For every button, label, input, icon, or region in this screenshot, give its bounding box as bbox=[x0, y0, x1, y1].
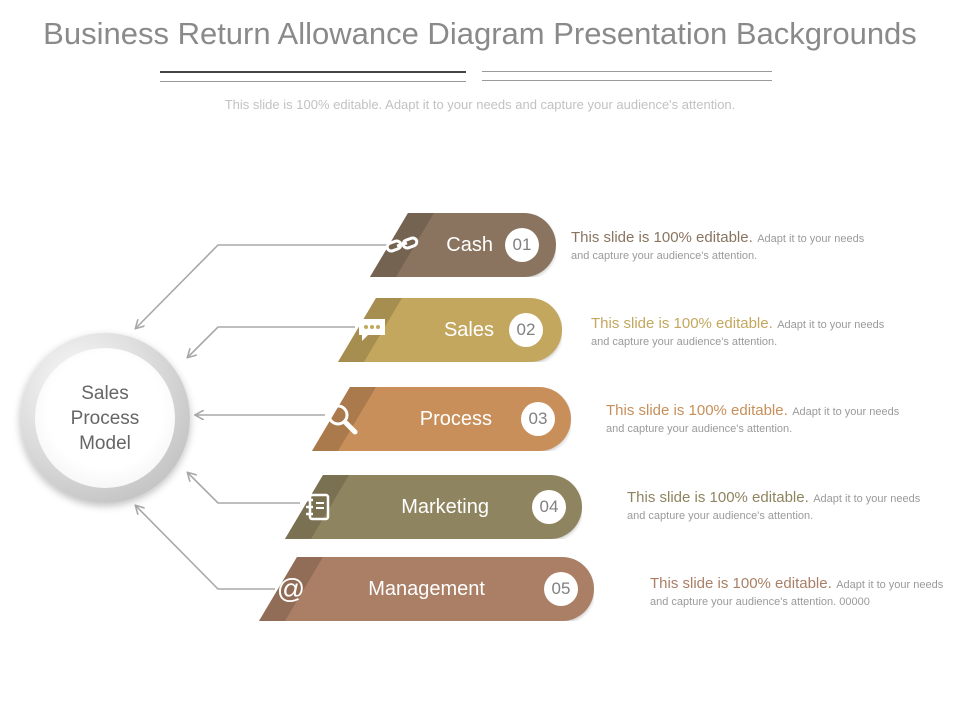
hub-label: Sales Process Model bbox=[71, 381, 140, 456]
description-text: Adapt it to your needs and capture your … bbox=[591, 319, 885, 348]
step-cash: Cash 01 bbox=[370, 213, 556, 277]
description-text: Adapt it to your needs and capture your … bbox=[627, 493, 921, 522]
step-description-management: This slide is 100% editable. Adapt it to… bbox=[650, 576, 950, 610]
hub-line: Process bbox=[70, 407, 140, 429]
step-label: Cash bbox=[446, 234, 493, 256]
step-number: 02 bbox=[509, 313, 543, 347]
notebook-icon bbox=[299, 489, 335, 525]
slide-subtitle: This slide is 100% editable. Adapt it to… bbox=[224, 97, 736, 112]
description-text: Adapt it to your needs and capture your … bbox=[606, 406, 900, 435]
step-description-cash: This slide is 100% editable. Adapt it to… bbox=[571, 230, 871, 264]
hub-line: Sales bbox=[81, 382, 129, 404]
step-label: Process bbox=[419, 408, 492, 430]
hub-line: Model bbox=[79, 432, 131, 454]
description-lead: This slide is 100% editable. bbox=[591, 315, 773, 332]
step-process: Process 03 bbox=[312, 387, 571, 451]
description-lead: This slide is 100% editable. bbox=[606, 402, 788, 419]
step-number: 01 bbox=[505, 228, 539, 262]
connector-cash bbox=[136, 244, 390, 328]
step-label: Management bbox=[368, 578, 485, 600]
description-lead: This slide is 100% editable. bbox=[571, 229, 753, 246]
step-sales: Sales 02 bbox=[338, 298, 562, 362]
step-description-sales: This slide is 100% editable. Adapt it to… bbox=[591, 316, 891, 350]
step-number: 05 bbox=[544, 572, 578, 606]
connector-management bbox=[136, 506, 275, 590]
step-management: @ Management 05 bbox=[259, 557, 594, 621]
connector-marketing bbox=[188, 473, 300, 504]
hub-circle: Sales Process Model bbox=[35, 348, 175, 488]
title-divider-left bbox=[160, 71, 466, 82]
step-number: 03 bbox=[521, 402, 555, 436]
description-text: Adapt it to your needs and capture your … bbox=[650, 579, 944, 608]
link-icon bbox=[384, 227, 420, 263]
chat-bubble-icon bbox=[354, 312, 390, 348]
step-label: Sales bbox=[443, 319, 494, 341]
description-lead: This slide is 100% editable. bbox=[627, 489, 809, 506]
description-text: Adapt it to your needs and capture your … bbox=[571, 233, 865, 262]
title-divider-right bbox=[482, 71, 772, 81]
magnifier-icon bbox=[324, 401, 360, 437]
description-lead: This slide is 100% editable. bbox=[650, 575, 832, 592]
at-sign-icon: @ bbox=[276, 573, 306, 604]
step-number: 04 bbox=[532, 490, 566, 524]
slide-title: Business Return Allowance Diagram Presen… bbox=[43, 16, 917, 51]
step-description-marketing: This slide is 100% editable. Adapt it to… bbox=[627, 490, 927, 524]
step-marketing: Marketing 04 bbox=[285, 475, 582, 539]
step-label: Marketing bbox=[401, 496, 489, 518]
step-description-process: This slide is 100% editable. Adapt it to… bbox=[606, 403, 906, 437]
connector-sales bbox=[188, 326, 355, 357]
